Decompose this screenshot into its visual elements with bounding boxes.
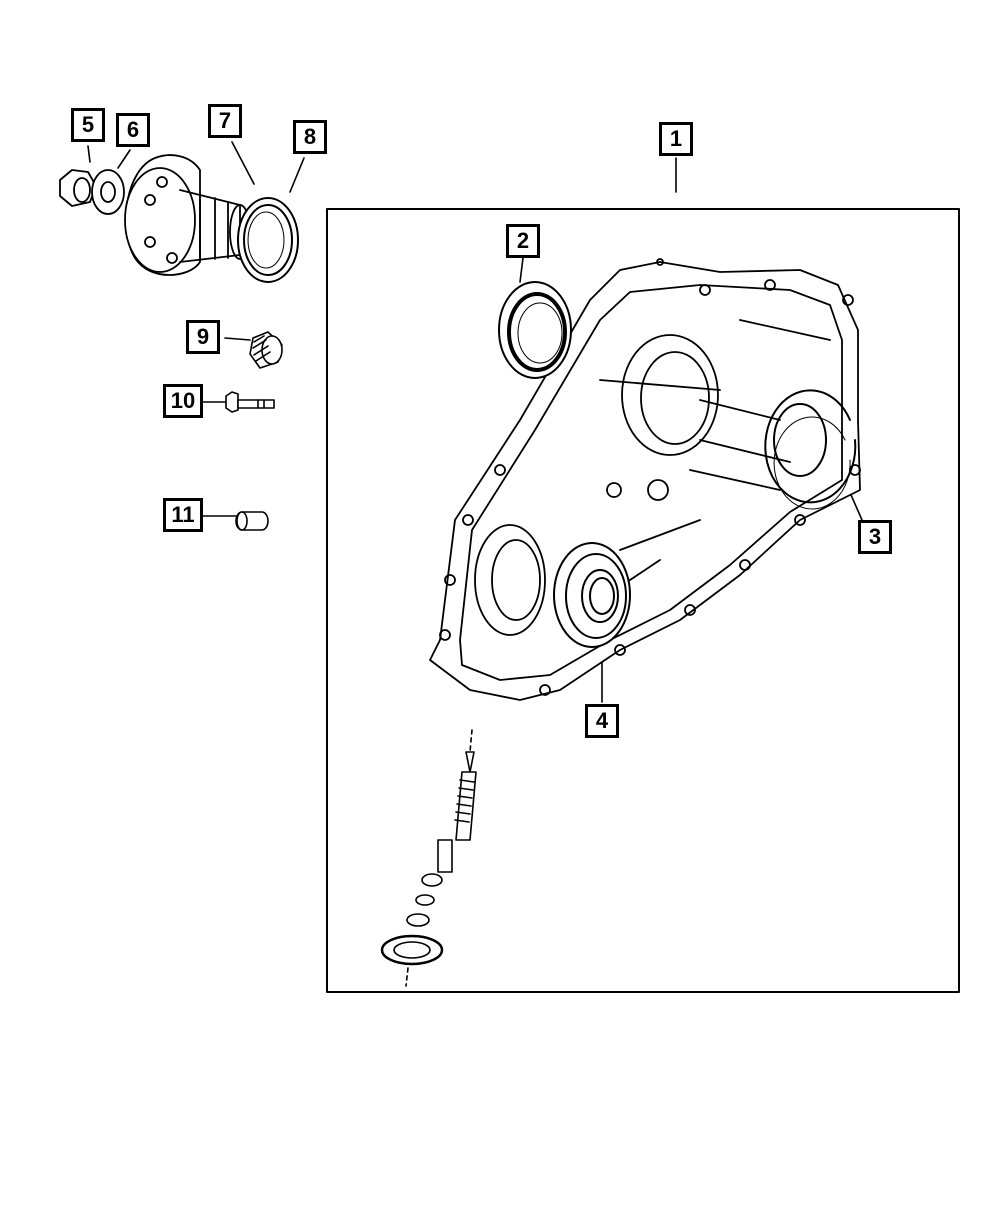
callout-10: 10 <box>163 384 203 418</box>
case-assembly-frame <box>326 208 960 993</box>
leader-9 <box>224 337 251 341</box>
callout-2: 2 <box>506 224 540 258</box>
callout-1: 1 <box>659 122 693 156</box>
shaft-assembly <box>380 729 477 987</box>
leader-8 <box>289 157 305 193</box>
callout-7: 7 <box>208 104 242 138</box>
companion-flange <box>124 154 251 276</box>
leader-6 <box>117 149 131 169</box>
leader-2 <box>519 257 524 283</box>
callout-3: 3 <box>858 520 892 554</box>
leader-7 <box>231 141 255 185</box>
bolt <box>225 391 275 413</box>
plug <box>249 331 283 369</box>
flange-seal <box>237 197 299 283</box>
ball-bearing <box>553 542 631 648</box>
callout-6: 6 <box>116 113 150 147</box>
callout-11: 11 <box>163 498 203 532</box>
callout-5: 5 <box>71 108 105 142</box>
snap-ring <box>764 389 857 510</box>
dowel-pin <box>235 511 269 531</box>
transfer-case-housing <box>429 258 861 701</box>
output-seal <box>498 281 572 379</box>
callout-8: 8 <box>293 120 327 154</box>
callout-9: 9 <box>186 320 220 354</box>
nut-and-washer <box>59 169 125 215</box>
callout-4: 4 <box>585 704 619 738</box>
leader-5 <box>87 145 91 163</box>
